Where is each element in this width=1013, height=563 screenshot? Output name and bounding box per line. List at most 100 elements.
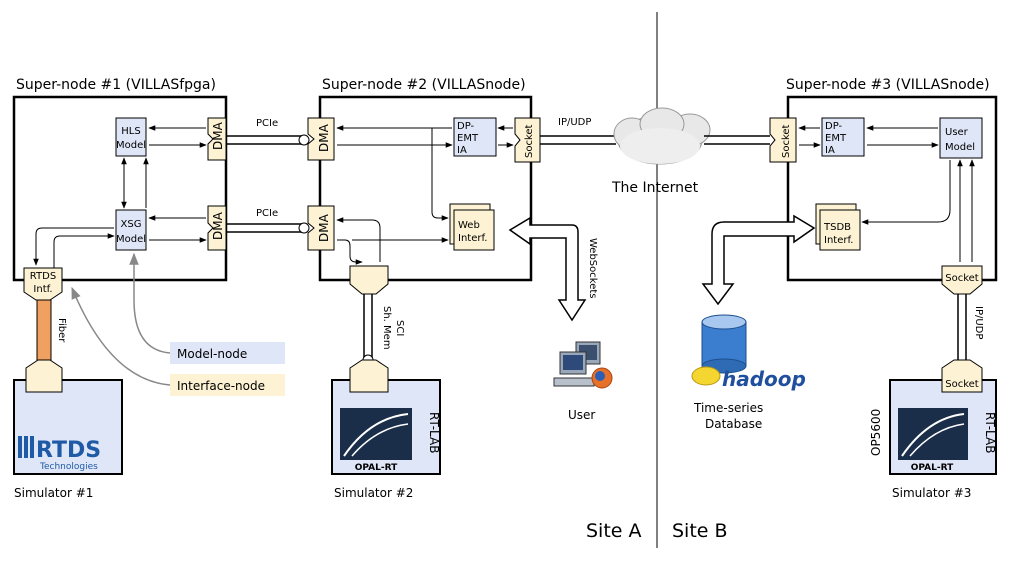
fiber-link — [36, 299, 52, 369]
dpemt3-label-1: DP- — [825, 121, 843, 132]
rtds-logo-text: RTDS — [36, 438, 101, 463]
user-model-block — [939, 117, 983, 159]
pcie-link-top — [226, 134, 310, 146]
dpemt-block-3 — [821, 117, 865, 157]
web-label-2: Interf. — [458, 233, 487, 244]
dpemt3-label-3: IA — [825, 145, 835, 156]
dma-block-2b — [307, 205, 335, 251]
pcie-link-bottom — [226, 222, 310, 234]
xsg-model-block — [115, 209, 147, 251]
legend-interface-node-label: Interface-node — [177, 379, 265, 393]
fiber-label: Fiber — [56, 318, 67, 343]
opal-logo-text-3: OPAL-RT — [911, 463, 954, 473]
tsdb-db-label-1: Time-series — [693, 401, 763, 415]
rtds-logo: RTDS Technologies — [18, 436, 101, 472]
dma-block-1a — [207, 117, 227, 161]
dma-label-2a: DMA — [317, 123, 331, 152]
pcie-label-bottom: PCIe — [256, 208, 278, 219]
simulator-2-connector — [349, 359, 389, 393]
socket-label-sim3: Socket — [945, 379, 979, 390]
dma-block-1b — [207, 205, 227, 251]
hls-label-2: Model — [116, 140, 146, 151]
simulator-1-box — [13, 379, 123, 475]
site-a-label: Site A — [586, 520, 642, 542]
xsg-rtds-arrow — [33, 227, 114, 266]
dpemt-web-arrow — [431, 128, 449, 221]
hls-model-block — [115, 117, 147, 157]
dma-shmem-arrow — [337, 239, 363, 265]
ipudp-link-sim3 — [957, 294, 967, 364]
hadoop-logo-text: hadoop — [722, 367, 806, 391]
tsdb-label-2: Interf. — [824, 235, 853, 246]
simulator-3-label: Simulator #3 — [892, 486, 971, 500]
ipudp-label-sim3: IP/UDP — [973, 306, 984, 339]
socket-label-2: Socket — [524, 124, 535, 158]
socket-label-3b: Socket — [945, 273, 979, 284]
dma-label-1b: DMA — [211, 211, 225, 240]
super-node-3-frame — [786, 95, 998, 282]
dma-block-2a — [307, 117, 335, 161]
web-label-1: Web — [458, 220, 480, 231]
rtds-xsg-arrow — [53, 233, 115, 268]
super-node-2-title: Super-node #2 (VILLASnode) — [322, 77, 526, 93]
dpemt-block-1 — [453, 117, 497, 157]
usermodel-tsdb-arrow — [861, 160, 951, 225]
hadoop-logo: hadoop — [691, 366, 806, 391]
opal-rt-logo-3: OPAL-RT — [898, 408, 968, 473]
super-node-1-frame — [12, 95, 228, 282]
pcie-label-top: PCIe — [256, 118, 278, 129]
dpemt3-label-2: EMT — [825, 133, 847, 144]
ipudp-link-site-a — [540, 135, 616, 145]
ipudp-link-site-b — [704, 135, 770, 145]
sci-link — [362, 294, 374, 366]
legend-model-arrow — [129, 252, 171, 354]
super-node-2-frame — [318, 95, 533, 282]
legend-interface-arrow — [71, 286, 171, 386]
tsdb-label-1: TSDB — [823, 222, 851, 233]
database-cylinder-icon — [701, 314, 747, 374]
websockets-label: WebSockets — [587, 238, 598, 298]
xsg-label-2: Model — [116, 234, 146, 245]
socket-block-2 — [514, 117, 541, 163]
tsdb-database-arrow — [701, 214, 816, 306]
socket-block-3b — [941, 265, 983, 295]
dpemt1-label-2: EMT — [457, 133, 479, 144]
tsdb-interf-block — [819, 209, 861, 251]
shmem-connector-top — [349, 265, 389, 295]
socket-label-3: Socket — [781, 124, 792, 158]
rtds-intf-label-2: Intf. — [33, 284, 52, 295]
rtlab-label-2: RT-LAB — [427, 412, 441, 453]
dpemt1-label-3: IA — [457, 145, 467, 156]
web-interf-block — [453, 209, 495, 251]
legend-interface-node-swatch — [170, 374, 285, 396]
websockets-arrow — [508, 216, 587, 322]
internet-label: The Internet — [611, 180, 699, 196]
user-model-label-1: User — [945, 127, 969, 138]
user-computer-icon — [553, 341, 613, 389]
opal-rt-logo-2: OPAL-RT — [340, 408, 412, 473]
xsg-label-1: XSG — [121, 219, 142, 230]
opal-logo-text-2: OPAL-RT — [355, 463, 398, 473]
simulator-1-label: Simulator #1 — [14, 486, 93, 500]
user-label: User — [568, 408, 595, 422]
simulator-3-connector — [941, 359, 983, 393]
op5600-label: OP5600 — [869, 409, 883, 456]
dma-label-2b: DMA — [317, 213, 331, 242]
simulator-1-connector — [25, 359, 63, 393]
hls-label-1: HLS — [121, 126, 140, 137]
site-b-label: Site B — [672, 520, 728, 542]
rtlab-label-3: RT-LAB — [983, 412, 997, 453]
ipudp-label-top: IP/UDP — [558, 117, 591, 128]
shmem-label: Sh. Mem — [381, 306, 392, 350]
socket-block-3 — [769, 117, 797, 163]
sci-label: SCI — [394, 320, 405, 336]
internet-cloud — [613, 107, 711, 165]
super-node-3-title: Super-node #3 (VILLASnode) — [786, 77, 990, 93]
dma-label-1a: DMA — [211, 121, 225, 150]
shmem-dma-arrow — [336, 217, 381, 262]
user-model-label-2: Model — [945, 142, 975, 153]
super-node-1-title: Super-node #1 (VILLASfpga) — [16, 77, 216, 93]
dpemt1-label-1: DP- — [457, 121, 475, 132]
simulator-2-label: Simulator #2 — [334, 486, 413, 500]
